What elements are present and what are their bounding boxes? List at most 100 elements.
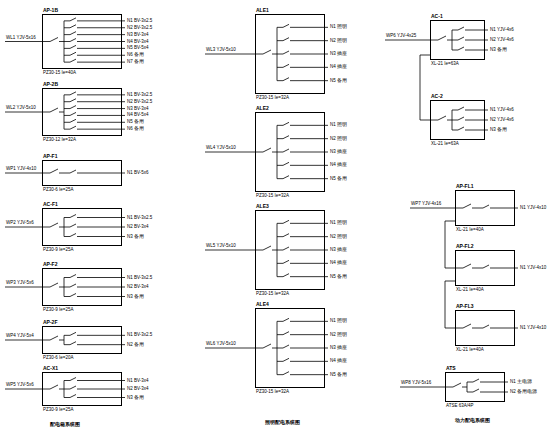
branch-breaker bbox=[70, 25, 76, 28]
circuit-line bbox=[477, 328, 483, 329]
panel-name: AC-X1 bbox=[43, 366, 58, 371]
panel-spec: XL-21 Ie=40A bbox=[456, 348, 484, 353]
circuit-label: N2 备用电源 bbox=[510, 390, 537, 395]
branch-breaker bbox=[283, 234, 289, 237]
cable-label: WP3 YJV-5x6 bbox=[6, 281, 34, 286]
circuit-line bbox=[64, 115, 70, 116]
circuit-line bbox=[64, 217, 70, 218]
circuit-line bbox=[290, 178, 328, 179]
circuit-label: N3 插座 bbox=[330, 248, 347, 253]
circuit-line bbox=[77, 277, 125, 278]
main-breaker bbox=[59, 389, 64, 390]
panel-spec: PZ30-6 Ie=25A bbox=[43, 188, 73, 193]
circuit-label: N1 YJV-4x10 bbox=[520, 206, 546, 211]
circuit-label: N1 主电源 bbox=[510, 380, 532, 385]
circuit-line bbox=[77, 27, 125, 28]
circuit-line bbox=[77, 217, 125, 218]
circuit-line bbox=[290, 27, 328, 28]
distribution-box: ALE1PZ30-15 Ie=32A bbox=[255, 14, 325, 94]
branch-breaker bbox=[458, 117, 464, 120]
branch-breaker bbox=[458, 47, 464, 50]
main-breaker bbox=[50, 385, 58, 389]
cable-label: WP4 YJV-5x4 bbox=[6, 334, 34, 339]
circuit-label: N2 BV-3x4 bbox=[127, 225, 149, 230]
main-breaker bbox=[472, 268, 477, 269]
circuit-line bbox=[290, 67, 328, 68]
busbar bbox=[467, 382, 468, 392]
circuit-line bbox=[64, 129, 70, 130]
circuit-line bbox=[277, 276, 283, 277]
drawing-title: 照明配电系统图 bbox=[265, 420, 300, 425]
feeder-line bbox=[5, 389, 50, 390]
branch-breaker bbox=[483, 265, 489, 268]
branch-breaker bbox=[70, 59, 76, 62]
panel-name: AP-FL1 bbox=[456, 184, 474, 189]
circuit-line bbox=[64, 227, 70, 228]
circuit-line bbox=[77, 55, 125, 56]
main-breaker bbox=[59, 287, 64, 288]
circuit-line bbox=[290, 361, 328, 362]
circuit-line bbox=[277, 54, 283, 55]
circuit-line bbox=[277, 263, 283, 264]
branch-breaker bbox=[70, 170, 76, 173]
main-breaker bbox=[438, 116, 446, 120]
main-breaker bbox=[59, 112, 64, 113]
branch-breaker bbox=[283, 38, 289, 41]
cable-label: WL2 YJV-5x10 bbox=[6, 106, 36, 111]
circuit-line bbox=[64, 344, 70, 345]
circuit-line bbox=[477, 268, 483, 269]
circuit-label: N3 插座 bbox=[330, 150, 347, 155]
panel-spec: ATSE 63A/4P bbox=[446, 404, 473, 409]
branch-breaker bbox=[283, 260, 289, 263]
panel-name: AP-2F bbox=[43, 320, 57, 325]
circuit-line bbox=[480, 382, 508, 383]
circuit-line bbox=[77, 344, 125, 345]
panel-spec: XL-21 Ie=40A bbox=[456, 228, 484, 233]
circuit-line bbox=[277, 236, 283, 237]
panel-name: ALE1 bbox=[256, 8, 269, 13]
circuit-line bbox=[290, 276, 328, 277]
main-breaker bbox=[463, 204, 471, 208]
branch-breaker bbox=[70, 342, 76, 345]
branch-breaker bbox=[70, 99, 76, 102]
busbar bbox=[64, 335, 65, 344]
circuit-line bbox=[77, 122, 125, 123]
branch-breaker bbox=[70, 39, 76, 42]
main-breaker bbox=[453, 383, 461, 387]
circuit-label: N4 BV-5x4 bbox=[127, 113, 149, 118]
circuit-label: N1 YJV-4x6 bbox=[490, 108, 514, 113]
branch-breaker bbox=[458, 27, 464, 30]
circuit-label: N4 插座 bbox=[330, 65, 347, 70]
cable-label: WP7 YJV-4x16 bbox=[411, 202, 441, 207]
circuit-label: N5 备用 bbox=[330, 78, 347, 83]
main-breaker bbox=[59, 41, 64, 42]
panel-name: AP-F1 bbox=[43, 154, 57, 159]
branch-breaker bbox=[283, 78, 289, 81]
feeder-connector bbox=[445, 221, 455, 268]
branch-breaker bbox=[70, 332, 76, 335]
circuit-label: N4 插座 bbox=[330, 261, 347, 266]
circuit-line bbox=[277, 40, 283, 41]
circuit-label: N5 备用 bbox=[330, 274, 347, 279]
circuit-line bbox=[77, 20, 125, 21]
circuit-line bbox=[77, 34, 125, 35]
circuit-label: N6 备用 bbox=[127, 53, 144, 58]
circuit-line bbox=[77, 129, 125, 130]
feeder-connector bbox=[445, 281, 455, 328]
circuit-line bbox=[77, 287, 125, 288]
circuit-label: N1 BV-3x2.5 bbox=[127, 275, 152, 280]
circuit-line bbox=[277, 67, 283, 68]
circuit-line bbox=[77, 296, 125, 297]
circuit-line bbox=[64, 20, 70, 21]
circuit-line bbox=[277, 125, 283, 126]
main-breaker bbox=[272, 54, 277, 55]
circuit-line bbox=[64, 122, 70, 123]
circuit-line bbox=[64, 296, 70, 297]
circuit-label: N2 YJV-4x6 bbox=[490, 118, 514, 123]
circuit-line bbox=[452, 50, 458, 51]
circuit-line bbox=[290, 223, 328, 224]
circuit-line bbox=[77, 41, 125, 42]
circuit-line bbox=[277, 361, 283, 362]
feeder-line bbox=[5, 227, 50, 228]
circuit-line bbox=[64, 335, 70, 336]
